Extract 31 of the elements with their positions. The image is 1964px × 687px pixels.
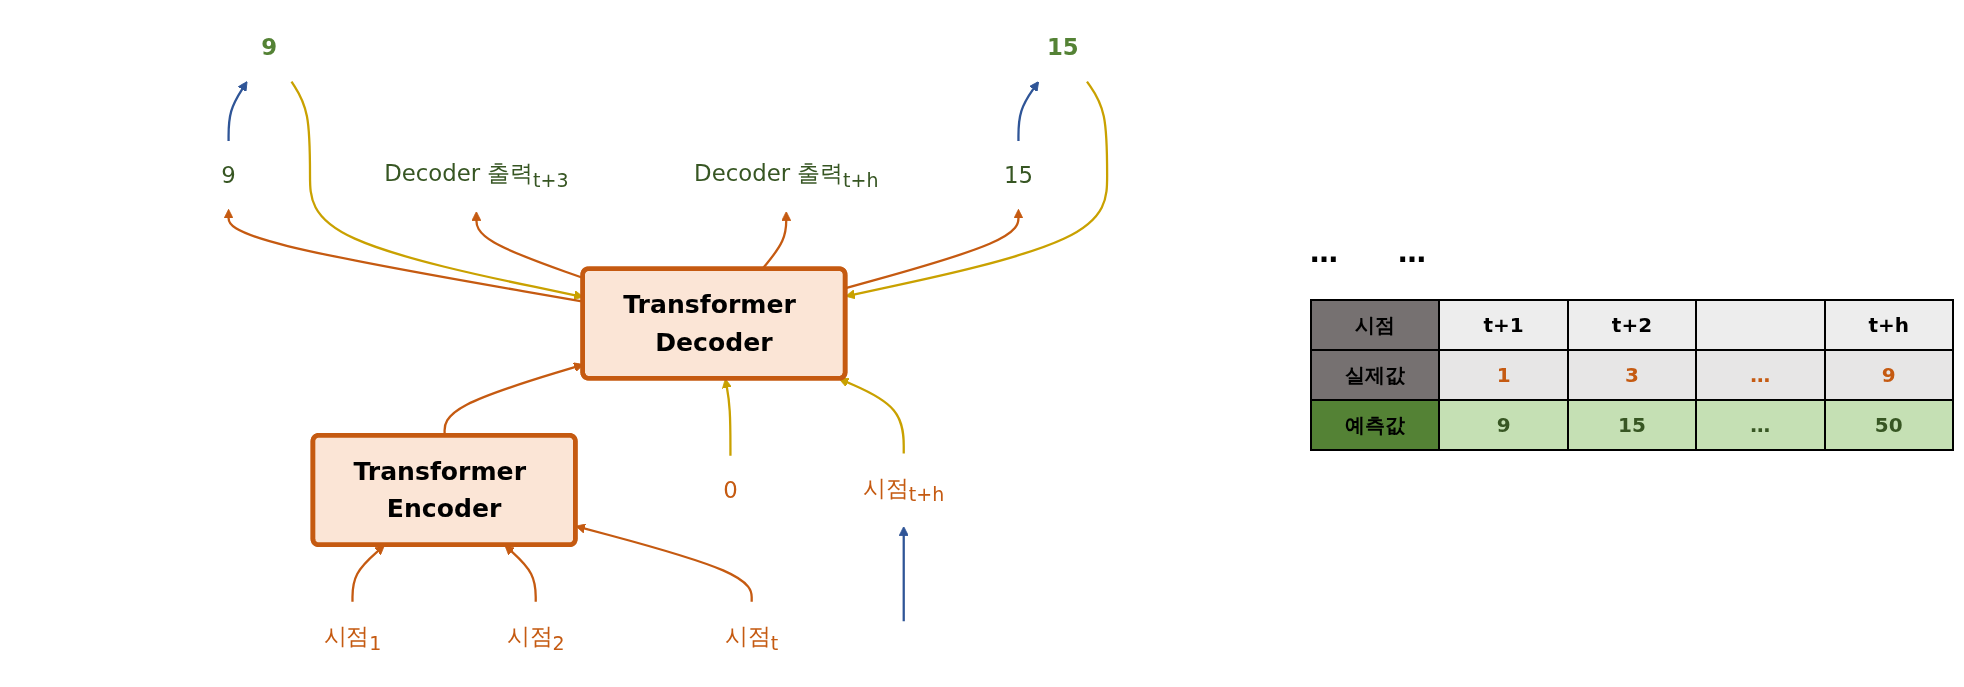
node-text: Decoder 출력$_{t+3}$ bbox=[384, 158, 569, 191]
table-cell: 15 bbox=[1567, 400, 1697, 450]
row-header-cell: 시점 bbox=[1311, 300, 1440, 350]
ellipsis-text: … bbox=[1398, 236, 1426, 269]
table-cell: 3 bbox=[1567, 350, 1697, 400]
arrow bbox=[898, 525, 909, 621]
row-header-cell: 예측값 bbox=[1311, 400, 1440, 450]
node-text: 15 bbox=[1046, 33, 1079, 61]
table-cell: t+2 bbox=[1567, 300, 1697, 350]
table-cell: 9 bbox=[1824, 350, 1953, 400]
arrow bbox=[227, 80, 248, 141]
table-cell: t+1 bbox=[1439, 300, 1568, 350]
table-cell: 9 bbox=[1439, 400, 1568, 450]
node-text: 9 bbox=[221, 160, 236, 189]
table-cell: 50 bbox=[1824, 400, 1953, 450]
arrow bbox=[838, 377, 905, 454]
row-header-cell: 실제값 bbox=[1311, 350, 1440, 400]
node-text: Decoder 출력$_{t+h}$ bbox=[694, 158, 879, 191]
node-text: 시점$_{2}$ bbox=[506, 621, 565, 654]
arrow bbox=[1017, 80, 1040, 141]
node-text: 시점$_{t+h}$ bbox=[863, 473, 945, 506]
node-text: 15 bbox=[1003, 160, 1033, 189]
node-text: 시점$_{t}$ bbox=[725, 621, 779, 654]
node-text: 시점$_{1}$ bbox=[323, 621, 382, 654]
table-cell: t+h bbox=[1824, 300, 1953, 350]
node-text: 0 bbox=[723, 475, 738, 504]
node-text: 9 bbox=[261, 33, 278, 61]
table-cell: 1 bbox=[1439, 350, 1568, 400]
table-cell: … bbox=[1696, 350, 1825, 400]
table-cell: … bbox=[1696, 400, 1825, 450]
ellipsis-text: … bbox=[1310, 236, 1338, 269]
